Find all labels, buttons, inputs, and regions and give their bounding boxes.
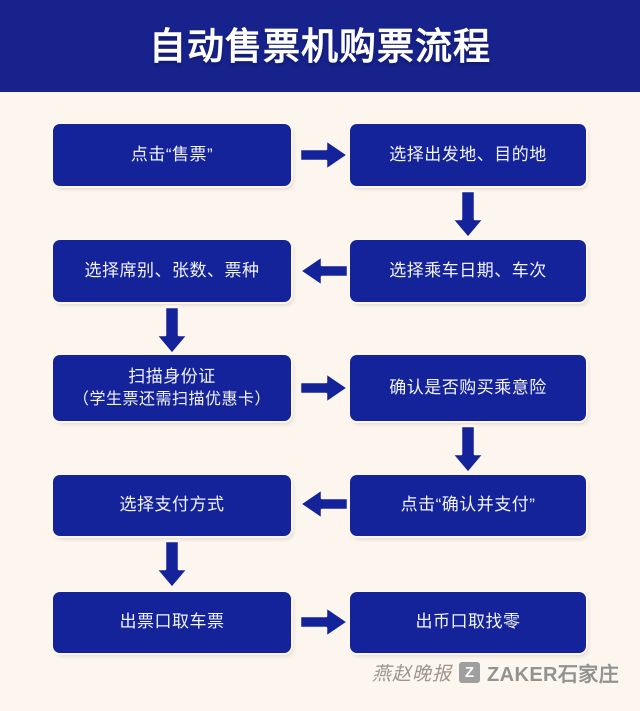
watermark-paper-name: 燕赵晚报 (372, 664, 453, 685)
arrow-right-icon (296, 368, 352, 408)
flow-node-step4[interactable]: 选择席别、张数、票种 (53, 240, 291, 302)
flow-node-step5[interactable]: 扫描身份证 （学生票还需扫描优惠卡） (53, 355, 291, 421)
flowchart-canvas: 点击“售票” 选择出发地、目的地 选择席别、张数、票种 选择乘车日期、车次 扫描… (0, 92, 640, 711)
flow-node-label: 选择出发地、目的地 (389, 144, 547, 164)
flow-node-step9[interactable]: 出票口取车票 (53, 592, 291, 653)
page-title: 自动售票机购票流程 (149, 25, 491, 67)
flow-node-label: 出票口取车票 (119, 612, 225, 632)
flow-node-label-line2: （学生票还需扫描优惠卡） (72, 390, 271, 408)
flow-node-label: 选择席别、张数、票种 (84, 260, 260, 280)
arrow-down-icon (448, 423, 488, 477)
arrow-left-icon (296, 484, 352, 524)
flow-node-step3[interactable]: 选择乘车日期、车次 (350, 240, 586, 302)
arrow-right-icon (296, 602, 352, 642)
flow-node-step6[interactable]: 确认是否购买乘意险 (350, 355, 586, 421)
header-banner: 自动售票机购票流程 (0, 0, 640, 92)
arrow-down-icon (152, 304, 192, 358)
flow-node-step7[interactable]: 点击“确认并支付” (350, 475, 586, 536)
flow-node-step8[interactable]: 选择支付方式 (53, 475, 291, 536)
flow-node-step10[interactable]: 出币口取找零 (350, 592, 586, 653)
flow-node-label: 点击“售票” (130, 144, 214, 164)
arrow-down-icon (152, 538, 192, 592)
flow-node-label: 出币口取找零 (415, 612, 521, 632)
flow-node-label-line1: 扫描身份证 (128, 367, 216, 387)
flow-node-label: 选择支付方式 (119, 495, 225, 515)
watermark-brand: ZAKER石家庄 (487, 664, 620, 686)
flow-node-step2[interactable]: 选择出发地、目的地 (350, 124, 586, 186)
zaker-logo-icon: Z (459, 662, 481, 683)
flow-node-label: 选择乘车日期、车次 (389, 260, 547, 280)
arrow-left-icon (296, 251, 352, 291)
watermark: 燕赵晚报 Z ZAKER石家庄 (372, 658, 619, 687)
arrow-right-icon (296, 135, 352, 175)
flow-node-step1[interactable]: 点击“售票” (53, 124, 291, 186)
flow-node-label: 点击“确认并支付” (400, 495, 536, 515)
flow-node-label: 确认是否购买乘意险 (389, 377, 547, 397)
arrow-down-icon (448, 188, 488, 242)
